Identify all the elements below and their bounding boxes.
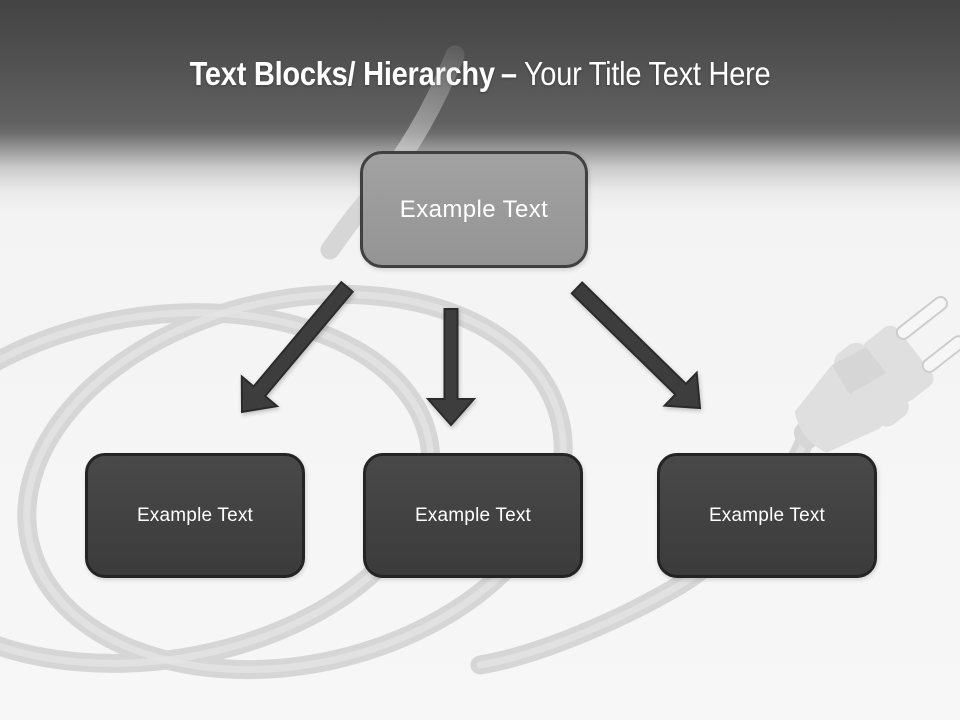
arrow-down-right-icon	[570, 281, 702, 410]
arrow-down-left-icon	[240, 280, 355, 414]
root-node-label: Example Text	[399, 195, 549, 223]
child-node-box-1: Example Text	[85, 453, 305, 578]
title-regular-segment: Your Title Text Here	[523, 55, 771, 92]
child-node-box-2: Example Text	[363, 453, 583, 578]
power-plug-icon	[793, 295, 960, 453]
child-node-label-3: Example Text	[708, 504, 826, 526]
arrow-down-icon	[425, 308, 477, 427]
child-node-label-1: Example Text	[136, 504, 254, 526]
child-node-label-2: Example Text	[414, 504, 532, 526]
child-node-box-3: Example Text	[657, 453, 877, 578]
title-separator: –	[500, 55, 517, 92]
root-node-box: Example Text	[360, 151, 588, 268]
